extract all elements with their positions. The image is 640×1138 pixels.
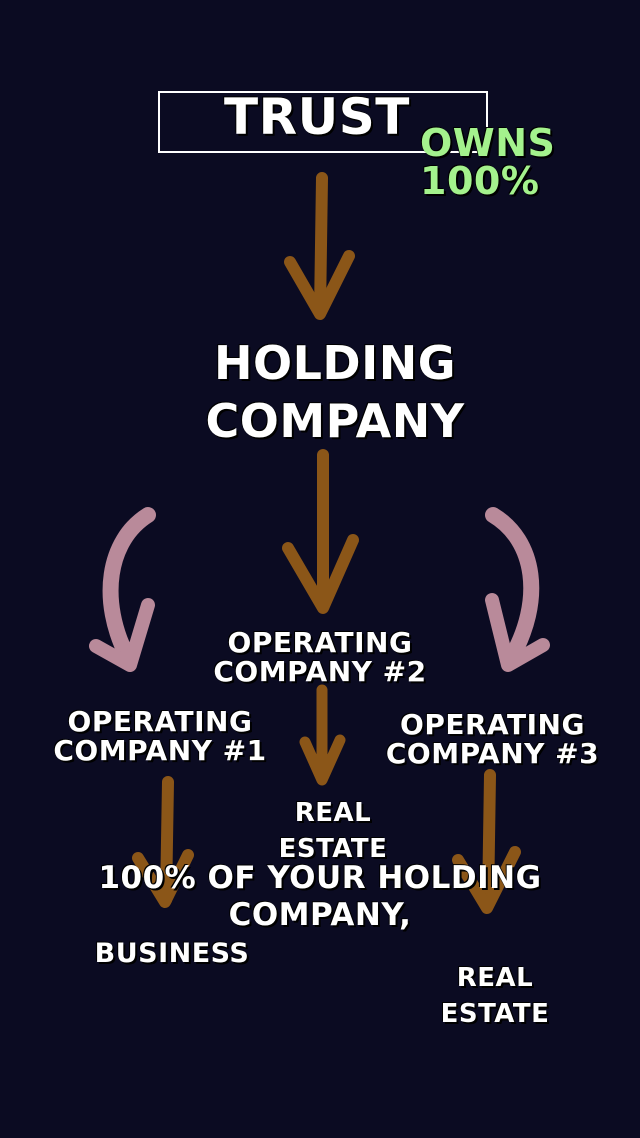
real-estate-mid-line-1: REAL xyxy=(294,798,372,828)
operating-company-3-label: OPERATING COMPANY #3 xyxy=(365,710,620,769)
real-estate-mid-line-2: ESTATE xyxy=(278,834,388,865)
owns-line-1: OWNS xyxy=(420,121,556,165)
op3-line-1: OPERATING xyxy=(400,708,585,741)
arrow-op1-to-business xyxy=(132,776,194,908)
arrow-op2-to-real-estate xyxy=(299,684,346,786)
arrow-holding-to-op3 xyxy=(485,507,550,672)
holding-line-1: HOLDING xyxy=(214,336,456,390)
trust-box xyxy=(158,91,488,153)
owns-100-label: OWNS 100% xyxy=(420,124,555,200)
holding-line-2: COMPANY xyxy=(205,394,465,449)
real-estate-right-line-1: REAL xyxy=(456,963,534,993)
arrow-holding-to-op2 xyxy=(282,449,359,614)
real-estate-right-label: REAL ESTATE xyxy=(420,960,570,1033)
caption-text: 100% OF YOUR HOLDING COMPANY, xyxy=(60,860,580,933)
caption-line-1: 100% OF YOUR HOLDING xyxy=(98,860,542,896)
real-estate-middle-label: REAL ESTATE xyxy=(258,795,408,868)
op1-line-2: COMPANY #1 xyxy=(53,734,267,768)
op3-line-2: COMPANY #3 xyxy=(385,737,600,771)
arrow-trust-to-holding xyxy=(284,172,355,320)
op2-line-1: OPERATING xyxy=(227,626,413,659)
arrow-holding-to-op1 xyxy=(89,507,156,672)
arrow-op3-to-real-estate xyxy=(452,769,521,914)
op1-line-1: OPERATING xyxy=(67,705,253,738)
real-estate-right-line-2: ESTATE xyxy=(440,999,550,1030)
owns-line-2: 100% xyxy=(420,159,540,203)
operating-company-1-label: OPERATING COMPANY #1 xyxy=(40,707,280,766)
op2-line-2: COMPANY #2 xyxy=(213,655,427,689)
business-label: BUSINESS xyxy=(94,938,250,969)
holding-company-label: HOLDING COMPANY xyxy=(160,334,510,451)
trust-label: TRUST xyxy=(224,88,410,146)
caption-line-2: COMPANY, xyxy=(228,896,412,933)
operating-company-2-label: OPERATING COMPANY #2 xyxy=(190,628,450,687)
